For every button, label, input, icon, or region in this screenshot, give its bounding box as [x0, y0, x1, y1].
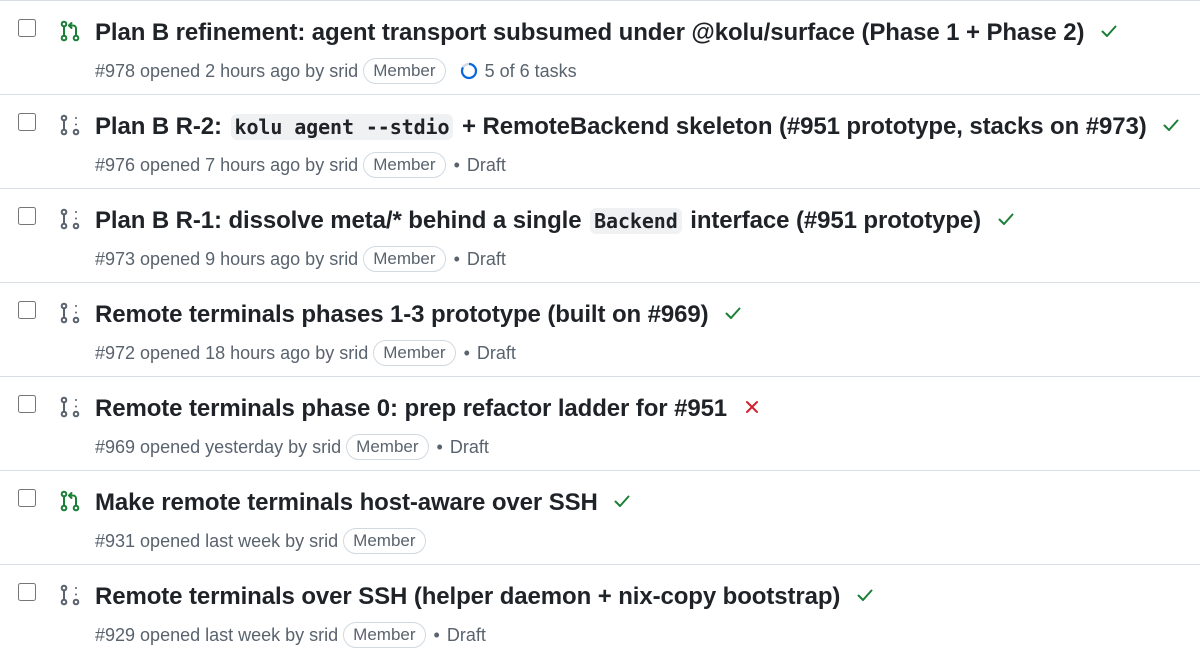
draft-label: Draft [466, 155, 506, 175]
pull-request-title[interactable]: Plan B R-2: kolu agent --stdio + RemoteB… [95, 110, 1181, 144]
pull-request-row-7[interactable]: Remote terminals over SSH (helper daemon… [0, 565, 1200, 659]
check-icon[interactable] [1161, 115, 1181, 135]
title-text[interactable]: Plan B R-2: [95, 113, 222, 140]
row-checkbox[interactable] [18, 113, 36, 131]
title-text-after[interactable]: + RemoteBackend skeleton (#951 prototype… [462, 113, 1147, 140]
check-icon[interactable] [1099, 21, 1119, 41]
title-text[interactable]: Remote terminals phase 0: prep refactor … [95, 395, 728, 422]
author-association-badge: Member [346, 434, 429, 460]
pull-request-row-4[interactable]: Remote terminals phases 1-3 prototype (b… [0, 283, 1200, 377]
pull-request-row-2[interactable]: Plan B R-2: kolu agent --stdio + RemoteB… [0, 95, 1200, 189]
pull-request-meta: #972 opened 18 hours ago by srid Member … [95, 340, 516, 366]
meta-text: #931 opened last week by srid [95, 531, 339, 551]
row-checkbox[interactable] [18, 19, 36, 37]
check-icon[interactable] [612, 491, 632, 511]
git-pull-request-draft-icon [58, 301, 82, 325]
pull-request-meta: #976 opened 7 hours ago by srid Member •… [95, 152, 506, 178]
title-text[interactable]: Remote terminals phases 1-3 prototype (b… [95, 301, 709, 328]
pull-request-meta: #969 opened yesterday by srid Member • D… [95, 434, 489, 460]
meta-text: #929 opened last week by srid [95, 625, 339, 645]
pull-request-row-1[interactable]: Plan B refinement: agent transport subsu… [0, 1, 1200, 95]
git-pull-request-draft-icon [58, 583, 82, 607]
row-checkbox[interactable] [18, 207, 36, 225]
row-checkbox[interactable] [18, 301, 36, 319]
check-icon[interactable] [723, 303, 743, 323]
row-checkbox[interactable] [18, 583, 36, 601]
title-text[interactable]: Plan B R-1: dissolve meta/* behind a sin… [95, 207, 582, 234]
author-association-badge: Member [343, 528, 426, 554]
title-text-after[interactable]: interface (#951 prototype) [690, 207, 982, 234]
meta-text: #976 opened 7 hours ago by srid [95, 155, 359, 175]
git-pull-request-draft-icon [58, 207, 82, 231]
row-checkbox[interactable] [18, 395, 36, 413]
title-text[interactable]: Make remote terminals host-aware over SS… [95, 489, 598, 516]
author-association-badge: Member [343, 622, 426, 648]
x-icon[interactable] [742, 397, 762, 417]
meta-text: #978 opened 2 hours ago by srid [95, 61, 359, 81]
task-count: 5 of 6 tasks [484, 61, 577, 81]
title-text[interactable]: Plan B refinement: agent transport subsu… [95, 19, 1085, 46]
pull-request-title[interactable]: Make remote terminals host-aware over SS… [95, 486, 632, 520]
title-text[interactable]: Remote terminals over SSH (helper daemon… [95, 583, 841, 610]
pull-request-row-3[interactable]: Plan B R-1: dissolve meta/* behind a sin… [0, 189, 1200, 283]
separator-dot: • [453, 155, 460, 175]
check-icon[interactable] [996, 209, 1016, 229]
progress-ring-icon [460, 62, 478, 80]
pull-request-meta: #978 opened 2 hours ago by srid Member 5… [95, 58, 577, 84]
row-checkbox[interactable] [18, 489, 36, 507]
author-association-badge: Member [363, 152, 446, 178]
draft-label: Draft [446, 625, 486, 645]
pull-request-row-6[interactable]: Make remote terminals host-aware over SS… [0, 471, 1200, 565]
author-association-badge: Member [373, 340, 456, 366]
pull-request-title[interactable]: Remote terminals phases 1-3 prototype (b… [95, 298, 743, 332]
pull-request-row-5[interactable]: Remote terminals phase 0: prep refactor … [0, 377, 1200, 471]
separator-dot: • [436, 437, 443, 457]
git-pull-request-draft-icon [58, 395, 82, 419]
title-code[interactable]: Backend [590, 208, 682, 234]
pull-request-meta: #929 opened last week by srid Member • D… [95, 622, 486, 648]
draft-label: Draft [466, 249, 506, 269]
draft-label: Draft [449, 437, 489, 457]
meta-text: #972 opened 18 hours ago by srid [95, 343, 369, 363]
git-pull-request-open-icon [58, 19, 82, 43]
draft-label: Draft [476, 343, 516, 363]
pull-request-title[interactable]: Plan B R-1: dissolve meta/* behind a sin… [95, 204, 1016, 238]
meta-text: #973 opened 9 hours ago by srid [95, 249, 359, 269]
separator-dot: • [433, 625, 440, 645]
git-pull-request-open-icon [58, 489, 82, 513]
check-icon[interactable] [855, 585, 875, 605]
git-pull-request-draft-icon [58, 113, 82, 137]
meta-text: #969 opened yesterday by srid [95, 437, 342, 457]
author-association-badge: Member [363, 58, 446, 84]
author-association-badge: Member [363, 246, 446, 272]
pull-request-title[interactable]: Remote terminals phase 0: prep refactor … [95, 392, 762, 426]
pull-request-title[interactable]: Remote terminals over SSH (helper daemon… [95, 580, 875, 614]
separator-dot: • [463, 343, 470, 363]
pull-request-title[interactable]: Plan B refinement: agent transport subsu… [95, 16, 1119, 50]
task-progress[interactable]: 5 of 6 tasks [460, 58, 577, 84]
pull-request-meta: #931 opened last week by srid Member [95, 528, 426, 554]
separator-dot: • [453, 249, 460, 269]
pull-request-meta: #973 opened 9 hours ago by srid Member •… [95, 246, 506, 272]
title-code[interactable]: kolu agent --stdio [230, 114, 454, 140]
